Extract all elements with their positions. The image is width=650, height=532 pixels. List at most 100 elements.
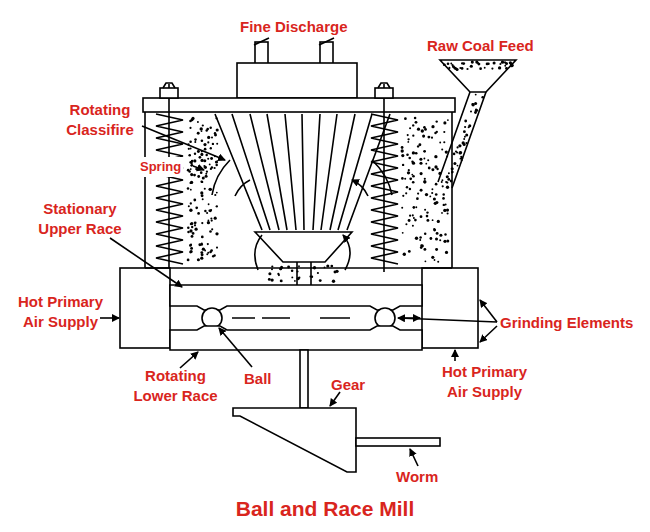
coal-dot [193, 159, 196, 162]
coal-dot [431, 125, 434, 128]
coal-dot [413, 207, 415, 209]
coal-dot [216, 192, 218, 194]
coal-dot [463, 138, 465, 140]
coal-dot [191, 226, 193, 228]
coal-dot [194, 221, 197, 224]
coal-dot [216, 128, 219, 131]
coal-dot [426, 215, 429, 218]
coal-dot [443, 209, 446, 212]
coal-dot [206, 171, 208, 173]
coal-dot [195, 168, 197, 170]
coal-dot [442, 185, 444, 187]
coal-dot [215, 164, 218, 167]
coal-dot [191, 164, 194, 167]
coal-dot [427, 136, 430, 139]
coal-dot [456, 68, 459, 71]
coal-dot [411, 174, 413, 176]
coal-dot [189, 209, 192, 212]
coal-dot [435, 193, 438, 196]
coal-dot [409, 188, 411, 190]
coal-dot [212, 143, 214, 145]
coal-dot [446, 186, 449, 189]
coal-dot [197, 132, 200, 135]
coal-dot [426, 219, 429, 222]
coal-dot [434, 165, 437, 168]
coal-dot [493, 61, 496, 64]
coal-dot [401, 154, 404, 157]
coal-dot [335, 270, 338, 273]
coal-dot [190, 168, 192, 170]
part-label: Rotating Classifire [60, 100, 140, 140]
coal-dot [464, 136, 466, 138]
coal-dot [187, 226, 190, 229]
coal-dot [214, 134, 217, 137]
coal-dot [415, 206, 417, 208]
coal-dot [433, 228, 436, 231]
coal-dot [201, 236, 204, 239]
coal-dot [498, 66, 501, 69]
coal-dot [412, 225, 414, 227]
coal-dot [210, 217, 212, 219]
coal-dot [431, 137, 433, 139]
coal-dot [207, 158, 209, 160]
coal-dot [190, 182, 192, 184]
coal-dot [190, 247, 193, 250]
coal-dot [193, 199, 196, 202]
coal-dot [215, 160, 218, 163]
coal-dot [202, 176, 205, 179]
coal-dot [187, 187, 190, 190]
coal-dot [207, 141, 209, 143]
coal-dot [423, 248, 426, 251]
coal-dot [215, 232, 218, 235]
part-label: Spring [138, 157, 183, 177]
coal-dot [487, 63, 490, 66]
coal-dot [412, 124, 414, 126]
coal-dot [324, 266, 326, 268]
coal-dot [441, 181, 443, 183]
coal-dot [414, 117, 417, 120]
coal-dot [415, 237, 418, 240]
coal-dot [484, 67, 486, 69]
coal-dot [188, 148, 190, 150]
coal-dot [417, 145, 419, 147]
coal-dot [268, 278, 271, 281]
coal-dot [466, 68, 468, 70]
coal-dot [212, 255, 214, 257]
coal-dot [214, 155, 216, 157]
coal-dot [425, 193, 428, 196]
coal-dot [447, 212, 449, 214]
coal-dot [406, 154, 409, 157]
coal-dot [450, 63, 452, 65]
part-label: Hot Primary Air Supply [432, 362, 537, 402]
coal-dot [205, 173, 207, 175]
coal-dot [510, 63, 512, 65]
coal-dot [194, 153, 196, 155]
coal-dot [451, 171, 453, 173]
coal-dot [412, 162, 415, 165]
coal-dot [190, 250, 193, 253]
coal-dot [475, 109, 477, 111]
coal-dot [200, 251, 203, 254]
coal-dot [416, 197, 419, 200]
coal-dot [479, 67, 482, 70]
coal-dot [451, 172, 453, 174]
coal-dot [408, 219, 411, 222]
coal-dot [453, 162, 456, 165]
coal-dot [197, 175, 200, 178]
part-label: Ball [244, 369, 272, 389]
coal-dot [453, 66, 455, 68]
coal-dot [412, 181, 415, 184]
coal-dot [401, 177, 404, 180]
coal-dot [197, 258, 200, 261]
coal-dot [402, 195, 404, 197]
coal-dot [475, 61, 478, 64]
coal-dot [194, 141, 196, 143]
coal-dot [471, 61, 474, 64]
coal-dot [412, 151, 415, 154]
coal-dot [189, 140, 192, 143]
coal-dot [415, 121, 418, 124]
coal-dot [435, 248, 438, 251]
coal-dot [407, 171, 410, 174]
coal-dot [433, 197, 436, 200]
coal-dot [190, 244, 192, 246]
